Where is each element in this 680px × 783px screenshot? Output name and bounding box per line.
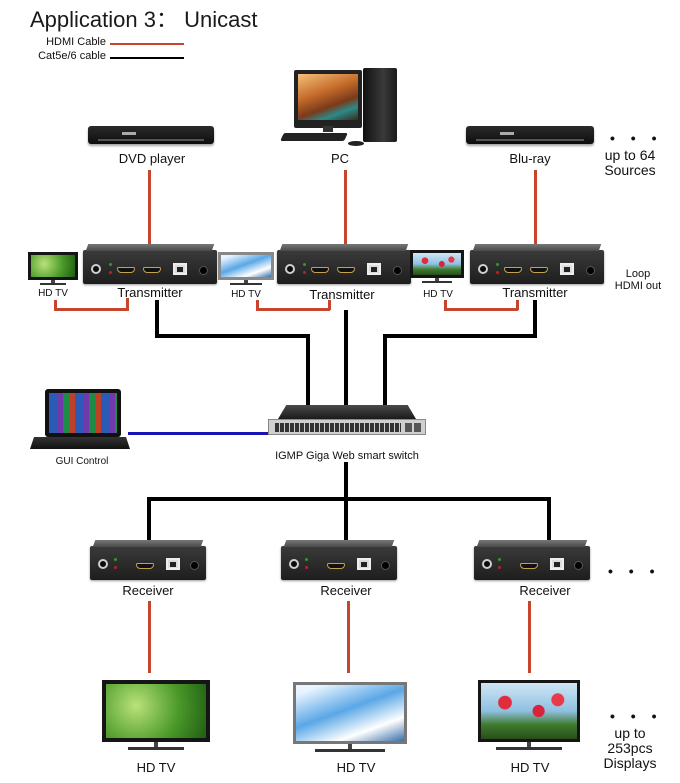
source-label-pc: PC	[330, 151, 350, 166]
hdmi-cable-pc	[344, 170, 347, 245]
network-switch-icon	[268, 405, 426, 437]
display-label-3: HD TV	[510, 760, 550, 775]
displays-note-line2: 253pcs	[607, 740, 653, 756]
legend-hdmi-label: HDMI Cable	[46, 36, 106, 48]
loop-tv-2	[218, 252, 274, 286]
receiver-device-3	[474, 540, 590, 580]
dvd-player-icon	[88, 126, 214, 144]
transmitter-device-3	[470, 244, 604, 284]
sources-note-line1: up to 64	[604, 147, 656, 163]
loop-tv-label-1: HD TV	[38, 288, 68, 299]
receiver-device-2	[281, 540, 397, 580]
loop-tv-label-2: HD TV	[231, 289, 261, 300]
bluray-player-icon	[466, 126, 594, 144]
hdmi-cable-bluray	[534, 170, 537, 245]
loop-note-line2: HDMI out	[614, 280, 662, 292]
transmitter-device-1	[83, 244, 217, 284]
loop-note-line1: Loop	[625, 268, 651, 280]
switch-label: IGMP Giga Web smart switch	[275, 450, 419, 462]
receiver-label-3: Receiver	[519, 583, 571, 598]
display-tv-3	[478, 680, 580, 752]
transmitter-device-2	[277, 244, 411, 284]
displays-note-line1: up to	[614, 725, 646, 741]
receiver-label-2: Receiver	[320, 583, 372, 598]
receiver-label-1: Receiver	[122, 583, 174, 598]
legend-hdmi-line	[110, 43, 184, 45]
loop-note: Loop HDMI out	[608, 268, 668, 292]
legend-cat-label: Cat5e/6 cable	[38, 50, 106, 62]
hdmi-cable-rx2	[347, 601, 350, 673]
displays-note: up to 253pcs Displays	[590, 726, 670, 771]
transmitter-label-3: Transmitter	[502, 285, 568, 300]
hdmi-cable-rx1	[148, 601, 151, 673]
display-label-1: HD TV	[136, 760, 176, 775]
transmitter-label-1: Transmitter	[117, 285, 183, 300]
display-tv-2	[293, 682, 407, 754]
control-cable	[128, 432, 268, 435]
loop-tv-label-3: HD TV	[423, 289, 453, 300]
receiver-device-1	[90, 540, 206, 580]
source-label-dvd: DVD player	[118, 151, 186, 166]
hdmi-cable-dvd	[148, 170, 151, 245]
transmitter-label-2: Transmitter	[309, 287, 375, 302]
more-receivers-dots: • • •	[608, 563, 661, 579]
sources-note: up to 64 Sources	[590, 148, 670, 178]
loop-tv-1	[28, 252, 78, 286]
sources-note-line2: Sources	[604, 162, 656, 178]
display-label-2: HD TV	[336, 760, 376, 775]
page-title: Application 3： Unicast	[30, 7, 258, 32]
source-label-bluray: Blu-ray	[509, 151, 551, 166]
hdmi-cable-rx3	[528, 601, 531, 673]
legend-cat-line	[110, 57, 184, 59]
more-sources-dots: • • •	[610, 130, 663, 146]
loop-tv-3	[410, 250, 464, 284]
gui-control-label: GUI Control	[55, 456, 109, 467]
cat-cable-tx2	[344, 310, 348, 406]
more-displays-dots: • • •	[610, 708, 663, 724]
displays-note-line3: Displays	[603, 755, 657, 771]
legend: HDMI Cable Cat5e/6 cable	[0, 36, 200, 64]
display-tv-1	[102, 680, 210, 752]
